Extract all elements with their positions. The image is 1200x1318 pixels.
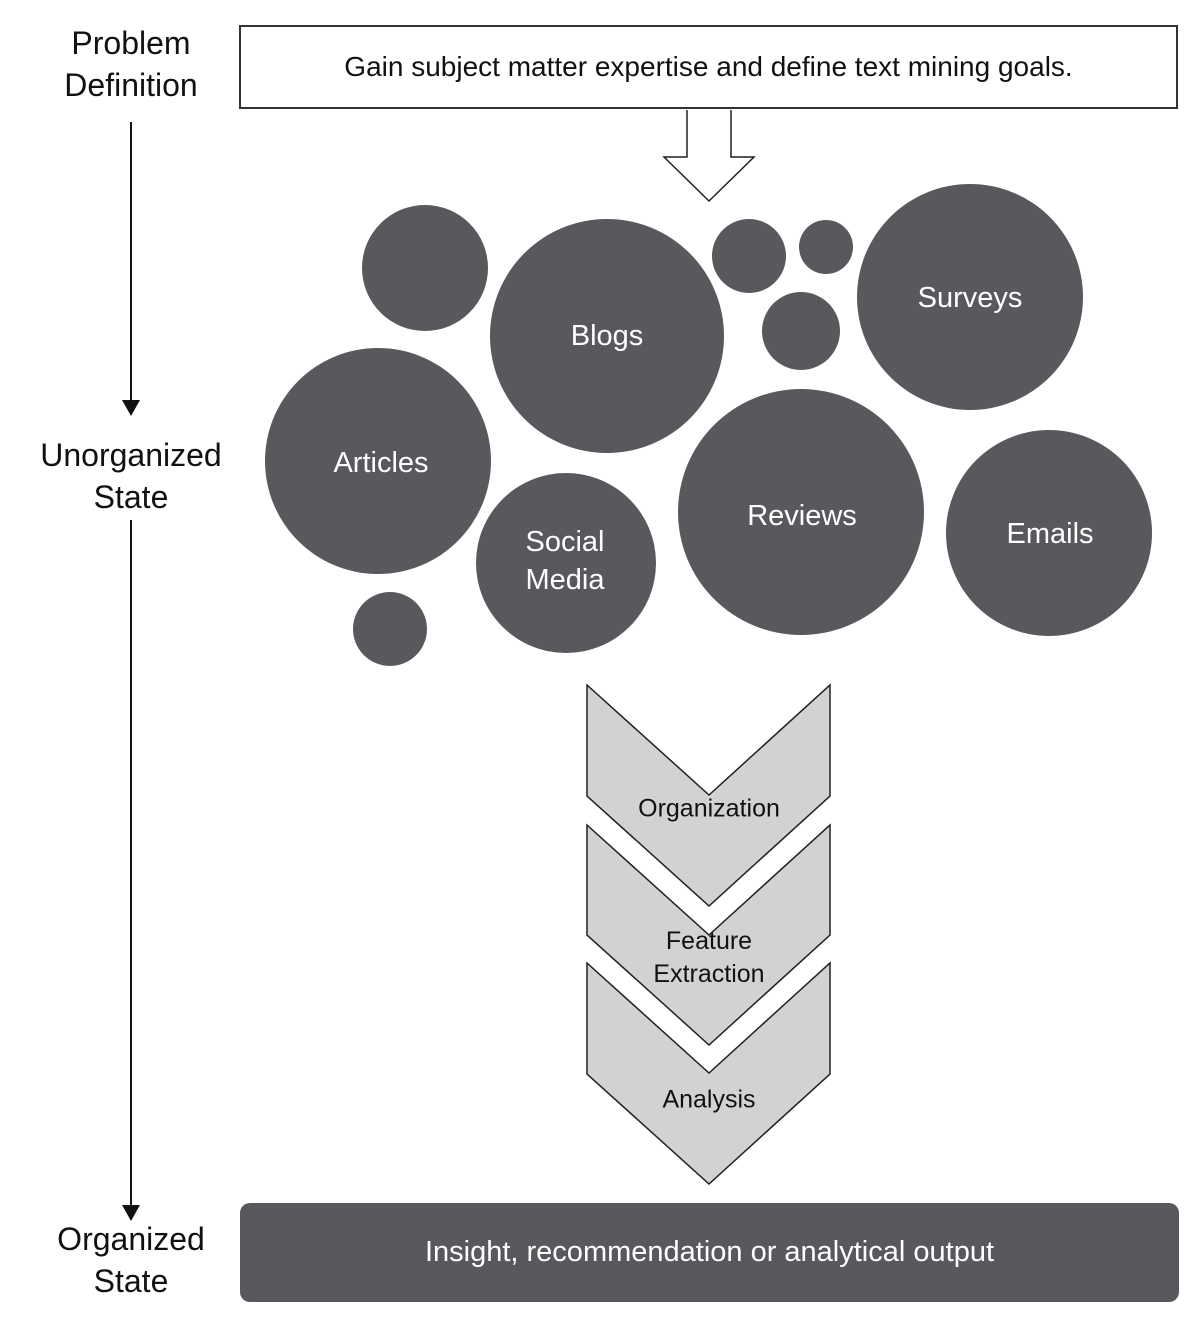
stage-label-organized-state: Organized State [16, 1218, 246, 1302]
bubble-articles [265, 348, 491, 574]
goal-box: Gain subject matter expertise and define… [239, 25, 1178, 109]
output-text: Insight, recommendation or analytical ou… [424, 1236, 995, 1268]
chevron-analysis [586, 961, 831, 1186]
step-label-line: Feature [665, 927, 753, 955]
step-label-analysis: Analysis [662, 1084, 755, 1117]
bubble-blank [353, 592, 427, 666]
goal-text: Gain subject matter expertise and define… [344, 51, 1073, 82]
source-label-line: Reviews [747, 500, 857, 532]
stage-label-problem-definition: Problem Definition [16, 22, 246, 106]
stage-label-line: State [93, 1263, 169, 1299]
bubble-blogs [490, 219, 724, 453]
source-label-line: Articles [333, 447, 429, 479]
bubble-surveys [857, 184, 1083, 410]
stage-label-line: Definition [64, 67, 198, 103]
bubble-blank [799, 220, 853, 274]
source-label-emails: Emails [1006, 515, 1093, 553]
timeline-arrow-2 [122, 520, 140, 1221]
source-label-line: Surveys [917, 282, 1023, 314]
stage-label-unorganized-state: Unorganized State [16, 434, 246, 518]
timeline-arrow-1 [122, 122, 140, 416]
chevron-organization [586, 683, 831, 908]
source-label-surveys: Surveys [918, 279, 1023, 317]
chevron-feature-extraction [586, 823, 831, 1047]
step-label-organization: Organization [638, 793, 780, 826]
bubble-blank [762, 292, 840, 370]
source-label-blogs: Blogs [571, 317, 644, 355]
source-label-line: Social [525, 526, 605, 558]
step-label-line: Analysis [662, 1085, 756, 1114]
bubble-social-media [476, 473, 656, 653]
output-box: Insight, recommendation or analytical ou… [240, 1203, 1179, 1302]
stage-label-line: State [93, 479, 169, 515]
source-label-line: Blogs [570, 320, 644, 352]
stage-label-line: Unorganized [40, 437, 222, 473]
bubble-reviews [678, 389, 924, 635]
down-arrow-icon [662, 110, 756, 203]
bubble-emails [946, 430, 1152, 636]
step-label-line: Extraction [653, 960, 765, 988]
source-label-articles: Articles [333, 444, 428, 482]
source-label-social-media: Social Media [526, 523, 605, 599]
source-label-reviews: Reviews [747, 497, 857, 535]
bubble-blank [712, 219, 786, 293]
step-label-feature-extraction: Feature Extraction [653, 925, 764, 991]
arrowhead-icon [122, 1205, 140, 1221]
source-label-line: Media [525, 564, 605, 596]
bubble-blank [362, 205, 488, 331]
stage-label-line: Problem [71, 25, 191, 61]
stage-label-line: Organized [57, 1221, 205, 1257]
step-label-line: Organization [638, 794, 780, 823]
source-label-line: Emails [1006, 518, 1094, 550]
arrowhead-icon [122, 400, 140, 416]
